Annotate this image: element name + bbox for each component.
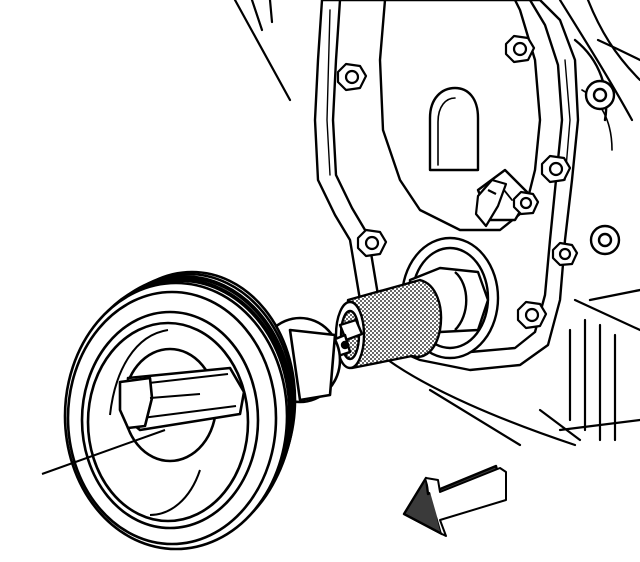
cover-bolt [512,190,540,216]
engine-block-background [233,0,640,447]
installer-tool-sleeve [331,278,443,370]
cover-bolt [516,300,548,330]
crankshaft-balancer [63,270,342,551]
cover-bolts [336,34,579,330]
cover-bolt [551,241,579,267]
cover-bracket [474,178,508,228]
cover-bolt [504,34,536,64]
cover-bolt [356,228,388,258]
engine-front-cover [313,0,640,372]
leader-line [41,429,166,475]
cover-bolt [336,62,368,92]
removal-direction-arrow [402,464,507,537]
cover-bolt [540,154,572,184]
